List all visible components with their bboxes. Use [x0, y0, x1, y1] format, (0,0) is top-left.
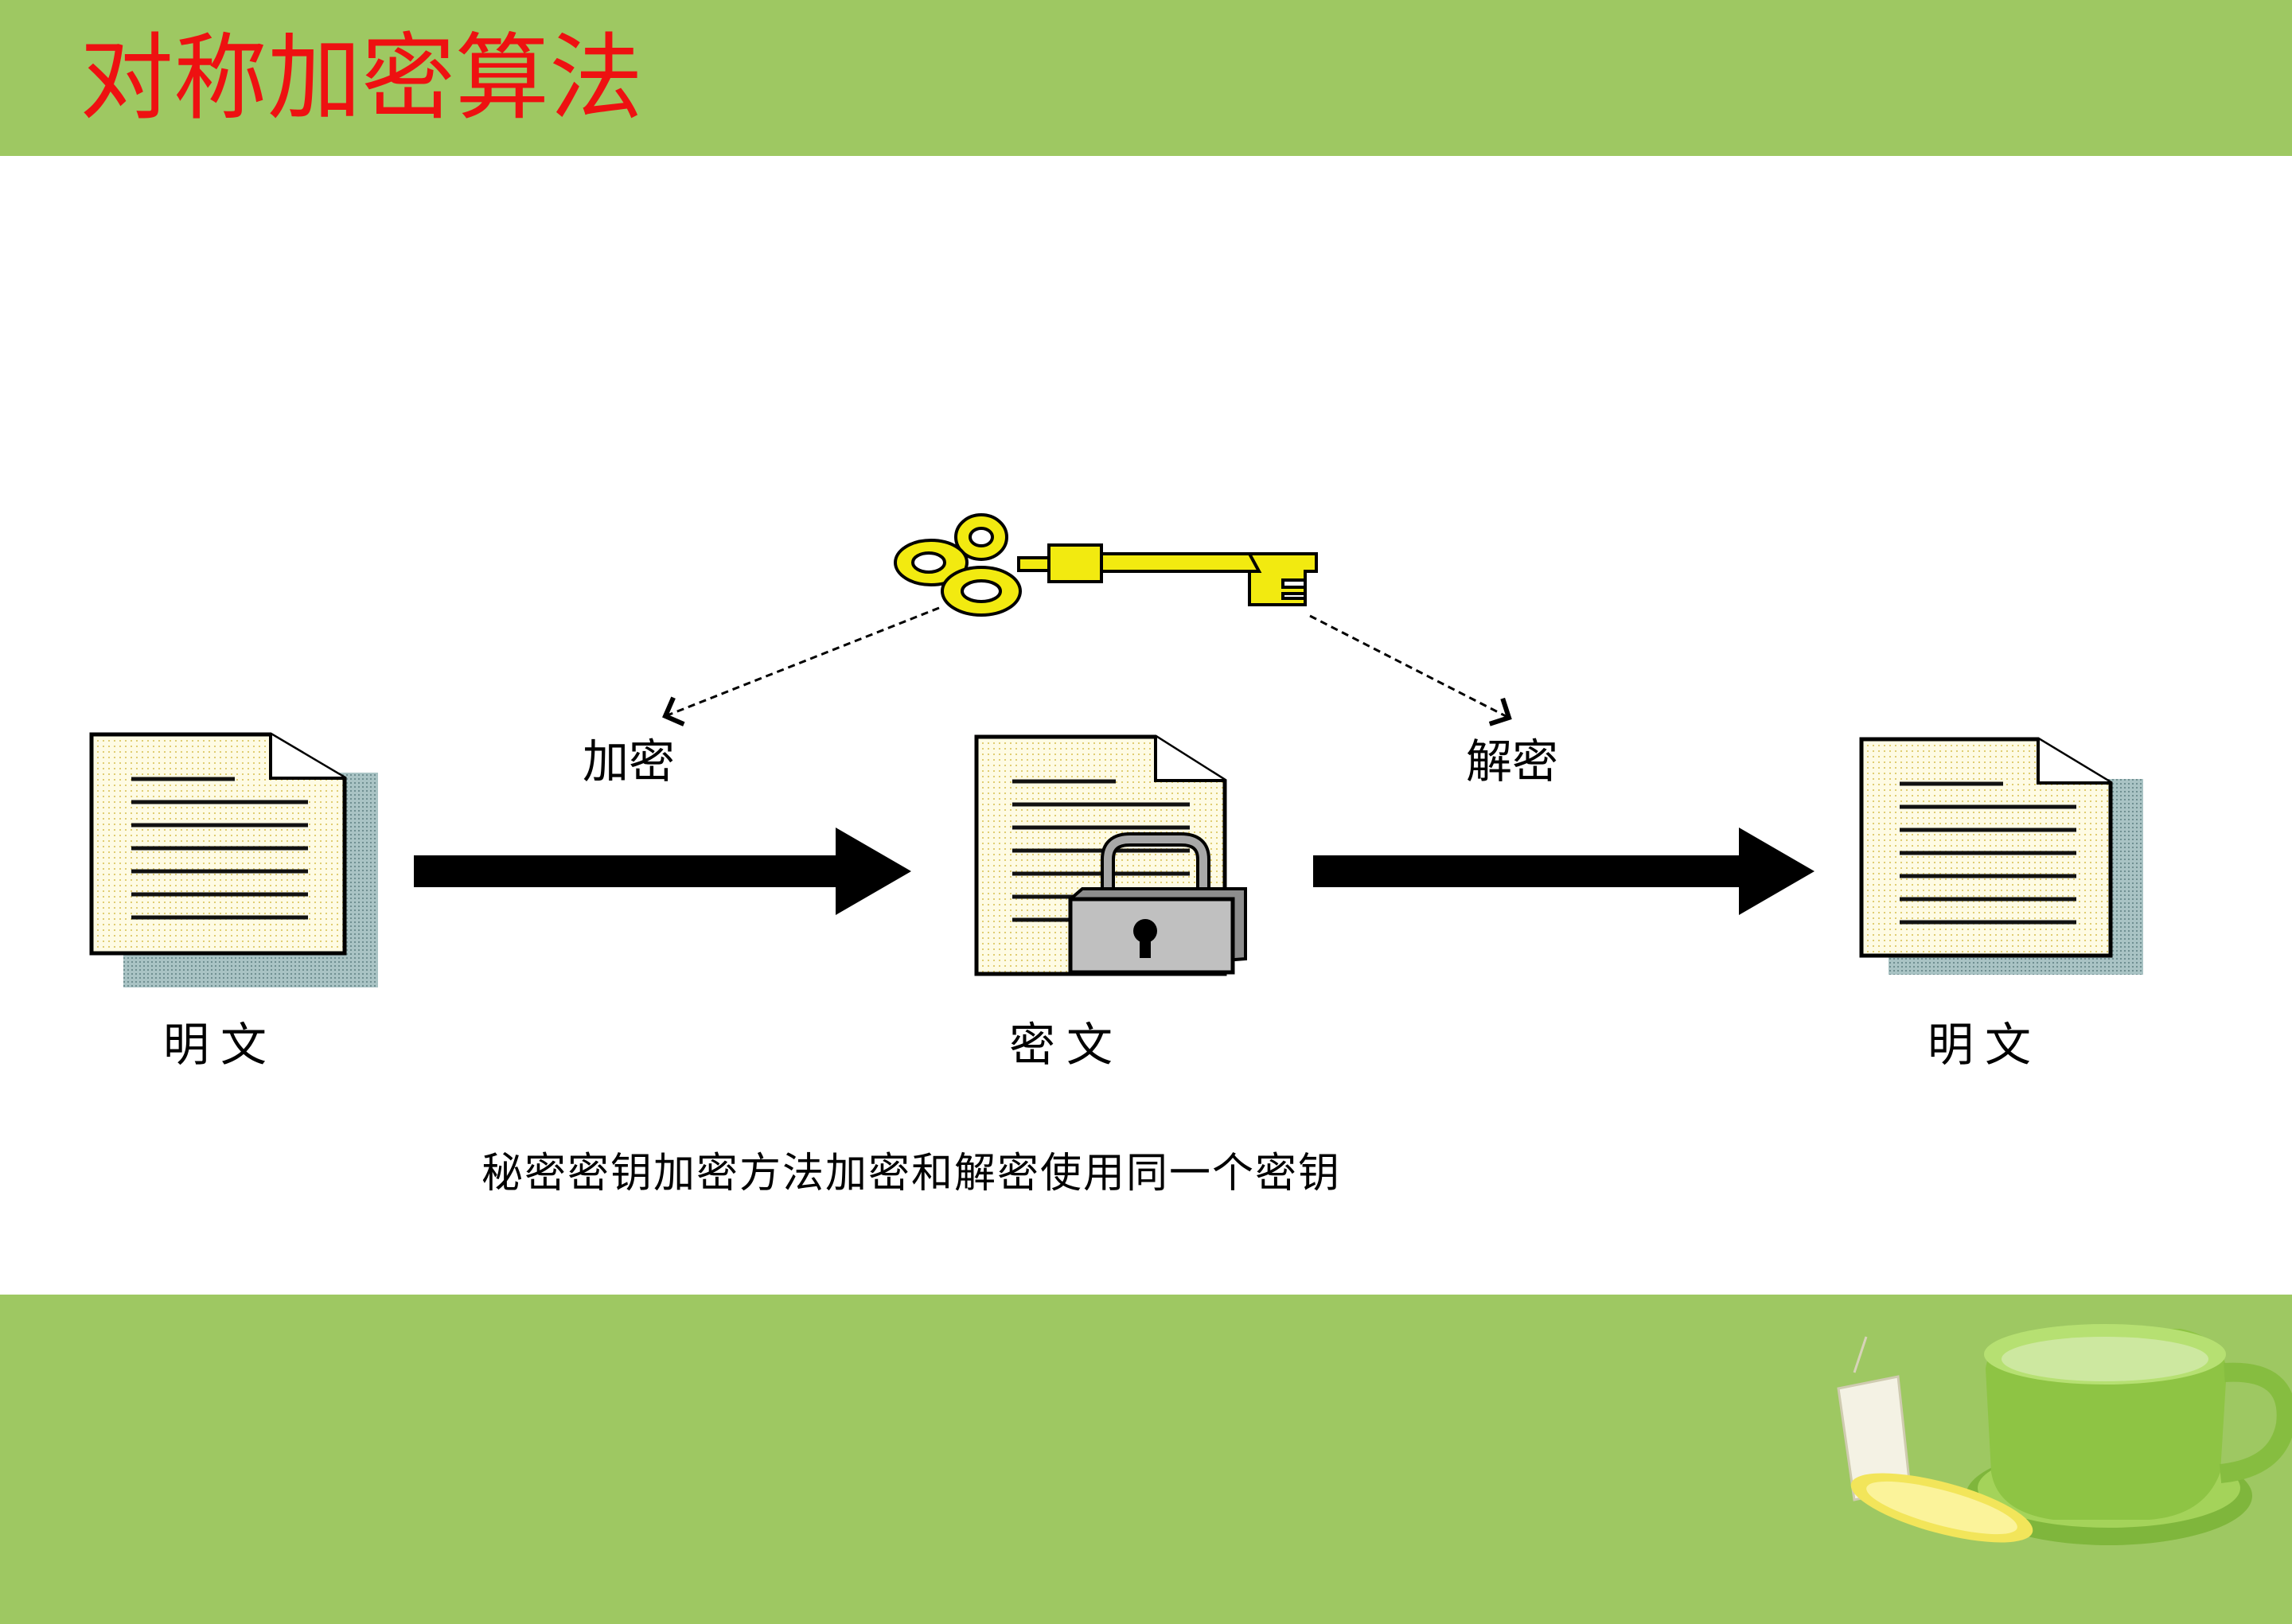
plaintext-document-left-icon — [89, 732, 378, 987]
key-icon — [894, 513, 1318, 617]
footer-band — [0, 1295, 2292, 1624]
plaintext-right-label: 明文 — [1928, 1018, 2043, 1072]
plaintext-document-right-icon — [1859, 737, 2143, 975]
plaintext-left-label: 明文 — [163, 1018, 279, 1072]
encrypt-arrow-icon — [414, 828, 911, 915]
encrypt-key-connector — [662, 606, 940, 726]
ciphertext-label: 密文 — [1009, 1018, 1125, 1072]
diagram-caption: 秘密密钥加密方法加密和解密使用同一个密钥 — [481, 1150, 1342, 1198]
slide-title: 对称加密算法 — [80, 23, 644, 133]
header-band — [0, 0, 2292, 156]
teacup-illustration — [1837, 1324, 2292, 1545]
encrypt-step-label: 加密 — [583, 734, 676, 789]
padlock-icon — [1068, 832, 1247, 975]
decrypt-step-label: 解密 — [1466, 734, 1559, 789]
decrypt-key-connector — [1309, 614, 1512, 726]
decrypt-arrow-icon — [1313, 828, 1814, 915]
